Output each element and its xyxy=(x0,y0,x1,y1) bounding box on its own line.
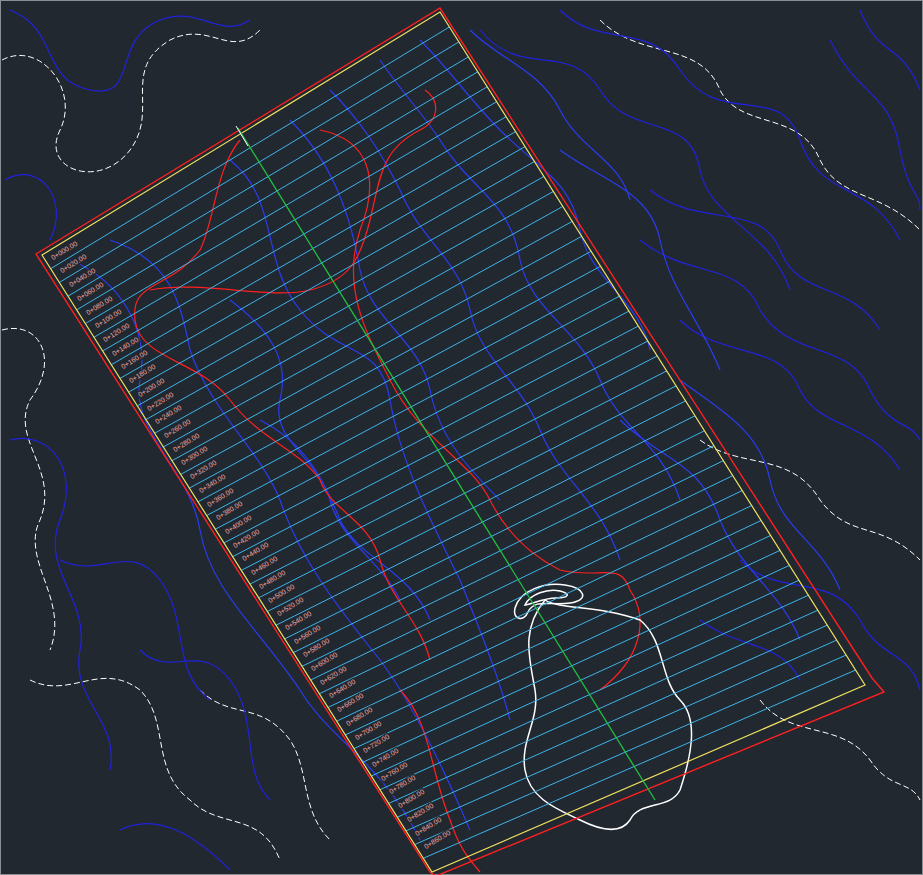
section-line xyxy=(389,610,818,803)
section-line xyxy=(311,476,733,680)
section-line xyxy=(276,416,695,625)
section-line xyxy=(137,177,544,406)
section-line xyxy=(371,580,799,776)
section-line xyxy=(345,535,770,734)
section-line xyxy=(328,506,752,708)
section-line xyxy=(259,386,676,598)
section-line xyxy=(285,431,705,639)
section-line xyxy=(111,132,515,365)
section-line xyxy=(198,281,610,502)
section-line xyxy=(120,147,525,379)
section-line xyxy=(380,595,808,789)
section-line xyxy=(337,520,761,721)
section-line xyxy=(354,550,780,748)
section-line xyxy=(406,640,837,831)
section-line xyxy=(302,461,723,667)
section-line xyxy=(319,491,742,694)
section-line xyxy=(415,655,846,844)
section-line xyxy=(293,446,714,653)
section-line xyxy=(207,296,620,515)
section-line xyxy=(129,162,535,393)
section-line xyxy=(423,670,855,858)
section-line xyxy=(363,565,790,762)
section-line xyxy=(189,266,600,488)
section-line xyxy=(397,625,827,817)
section-line xyxy=(250,371,667,584)
section-line xyxy=(267,401,685,612)
